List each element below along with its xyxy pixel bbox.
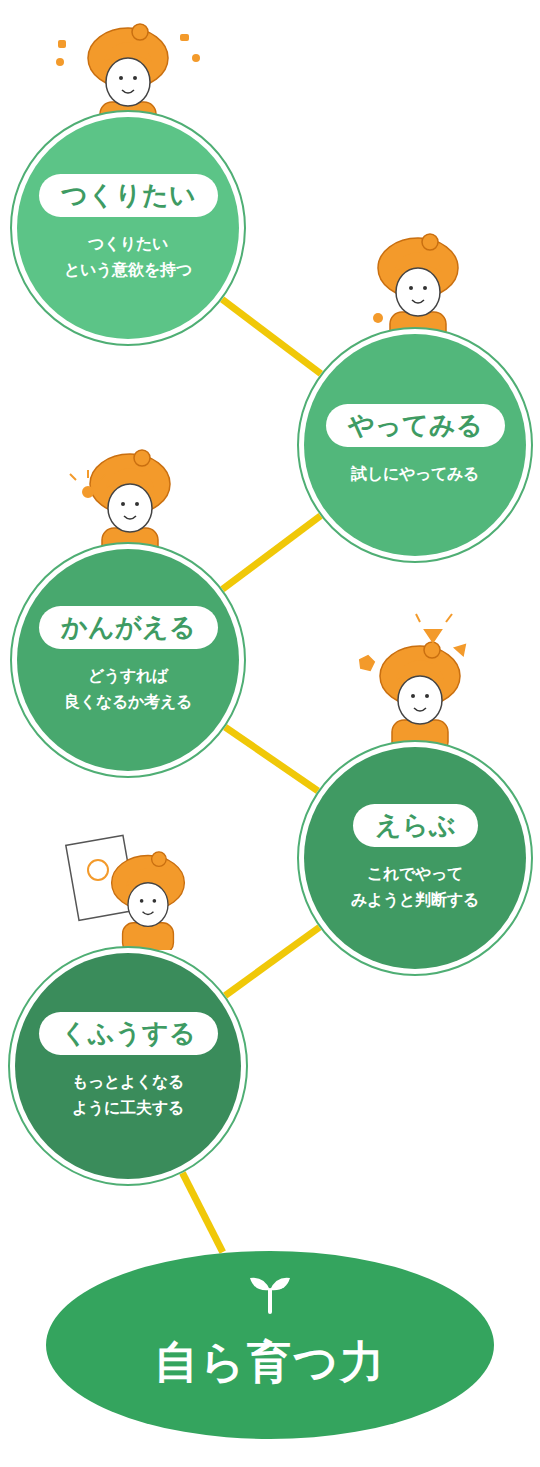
flow-connector <box>222 516 320 590</box>
step-label: くふうする <box>39 1012 218 1055</box>
step-label: つくりたい <box>39 174 218 217</box>
node-outline <box>8 946 248 1186</box>
flow-connector <box>222 299 321 374</box>
step-label: かんがえる <box>39 606 218 649</box>
sparkle <box>455 645 465 655</box>
step-description: これでやって みようと判断する <box>330 861 500 912</box>
circle-fill <box>304 747 526 969</box>
circle-fill <box>304 334 526 556</box>
sparkles <box>360 614 465 670</box>
goal-title: 自ら育つ力 <box>154 1336 386 1389</box>
paper-sketch <box>88 860 108 880</box>
step-description: もっとよくなる ように工夫する <box>43 1069 213 1120</box>
kid-figure <box>112 852 185 954</box>
sprout-icon <box>250 1278 290 1312</box>
ellipse-fill <box>46 1251 494 1439</box>
step-description: つくりたい という意欲を持つ <box>43 231 213 282</box>
sparkle <box>373 313 383 323</box>
kid-figure <box>66 835 185 953</box>
sprout-stem <box>268 1290 272 1312</box>
circle-ring <box>11 111 245 345</box>
sparkle <box>180 34 189 41</box>
sparkle <box>83 487 93 497</box>
node-outline <box>10 110 246 346</box>
circle-fill <box>17 117 239 339</box>
kid-figure <box>380 642 460 754</box>
step-description: どうすれば 良くなるか考える <box>43 663 213 714</box>
sparkles <box>56 34 200 66</box>
circle-ring <box>11 543 245 777</box>
spark-ray <box>100 474 106 480</box>
circle-fill <box>17 549 239 771</box>
goal-ellipse: 自ら育つ力 <box>45 1250 495 1440</box>
circle-ring <box>298 741 532 975</box>
spark-ray <box>70 474 76 480</box>
kid-figure <box>360 614 465 754</box>
sparkle <box>56 58 64 66</box>
circle-ring <box>9 947 247 1185</box>
step-label: えらぶ <box>353 804 478 847</box>
flow-connector <box>182 1173 222 1252</box>
node-outline <box>10 542 246 778</box>
flow-connector <box>225 927 319 995</box>
spark-ray <box>87 470 89 478</box>
step-circle: つくりたいつくりたい という意欲を持つ <box>10 110 246 346</box>
sprout-leaf <box>250 1278 270 1291</box>
step-circle: くふうするもっとよくなる ように工夫する <box>8 946 248 1186</box>
sparkle <box>425 630 441 642</box>
sparkle <box>58 40 66 48</box>
sparkle <box>360 656 374 670</box>
circle-fill <box>15 953 241 1179</box>
spark-ray <box>416 614 420 622</box>
idea-spark <box>70 470 106 497</box>
flow-connector <box>225 727 318 791</box>
step-circle: かんがえるどうすれば 良くなるか考える <box>10 542 246 778</box>
step-circle: えらぶこれでやって みようと判断する <box>297 740 533 976</box>
node-outline <box>297 740 533 976</box>
step-label: やってみる <box>326 404 505 447</box>
step-description: 試しにやってみる <box>330 461 500 487</box>
circle-ring <box>298 328 532 562</box>
sprout-leaf <box>270 1278 290 1291</box>
step-circle: やってみる試しにやってみる <box>297 327 533 563</box>
sparkle <box>192 54 200 62</box>
spark-ray <box>446 614 452 622</box>
